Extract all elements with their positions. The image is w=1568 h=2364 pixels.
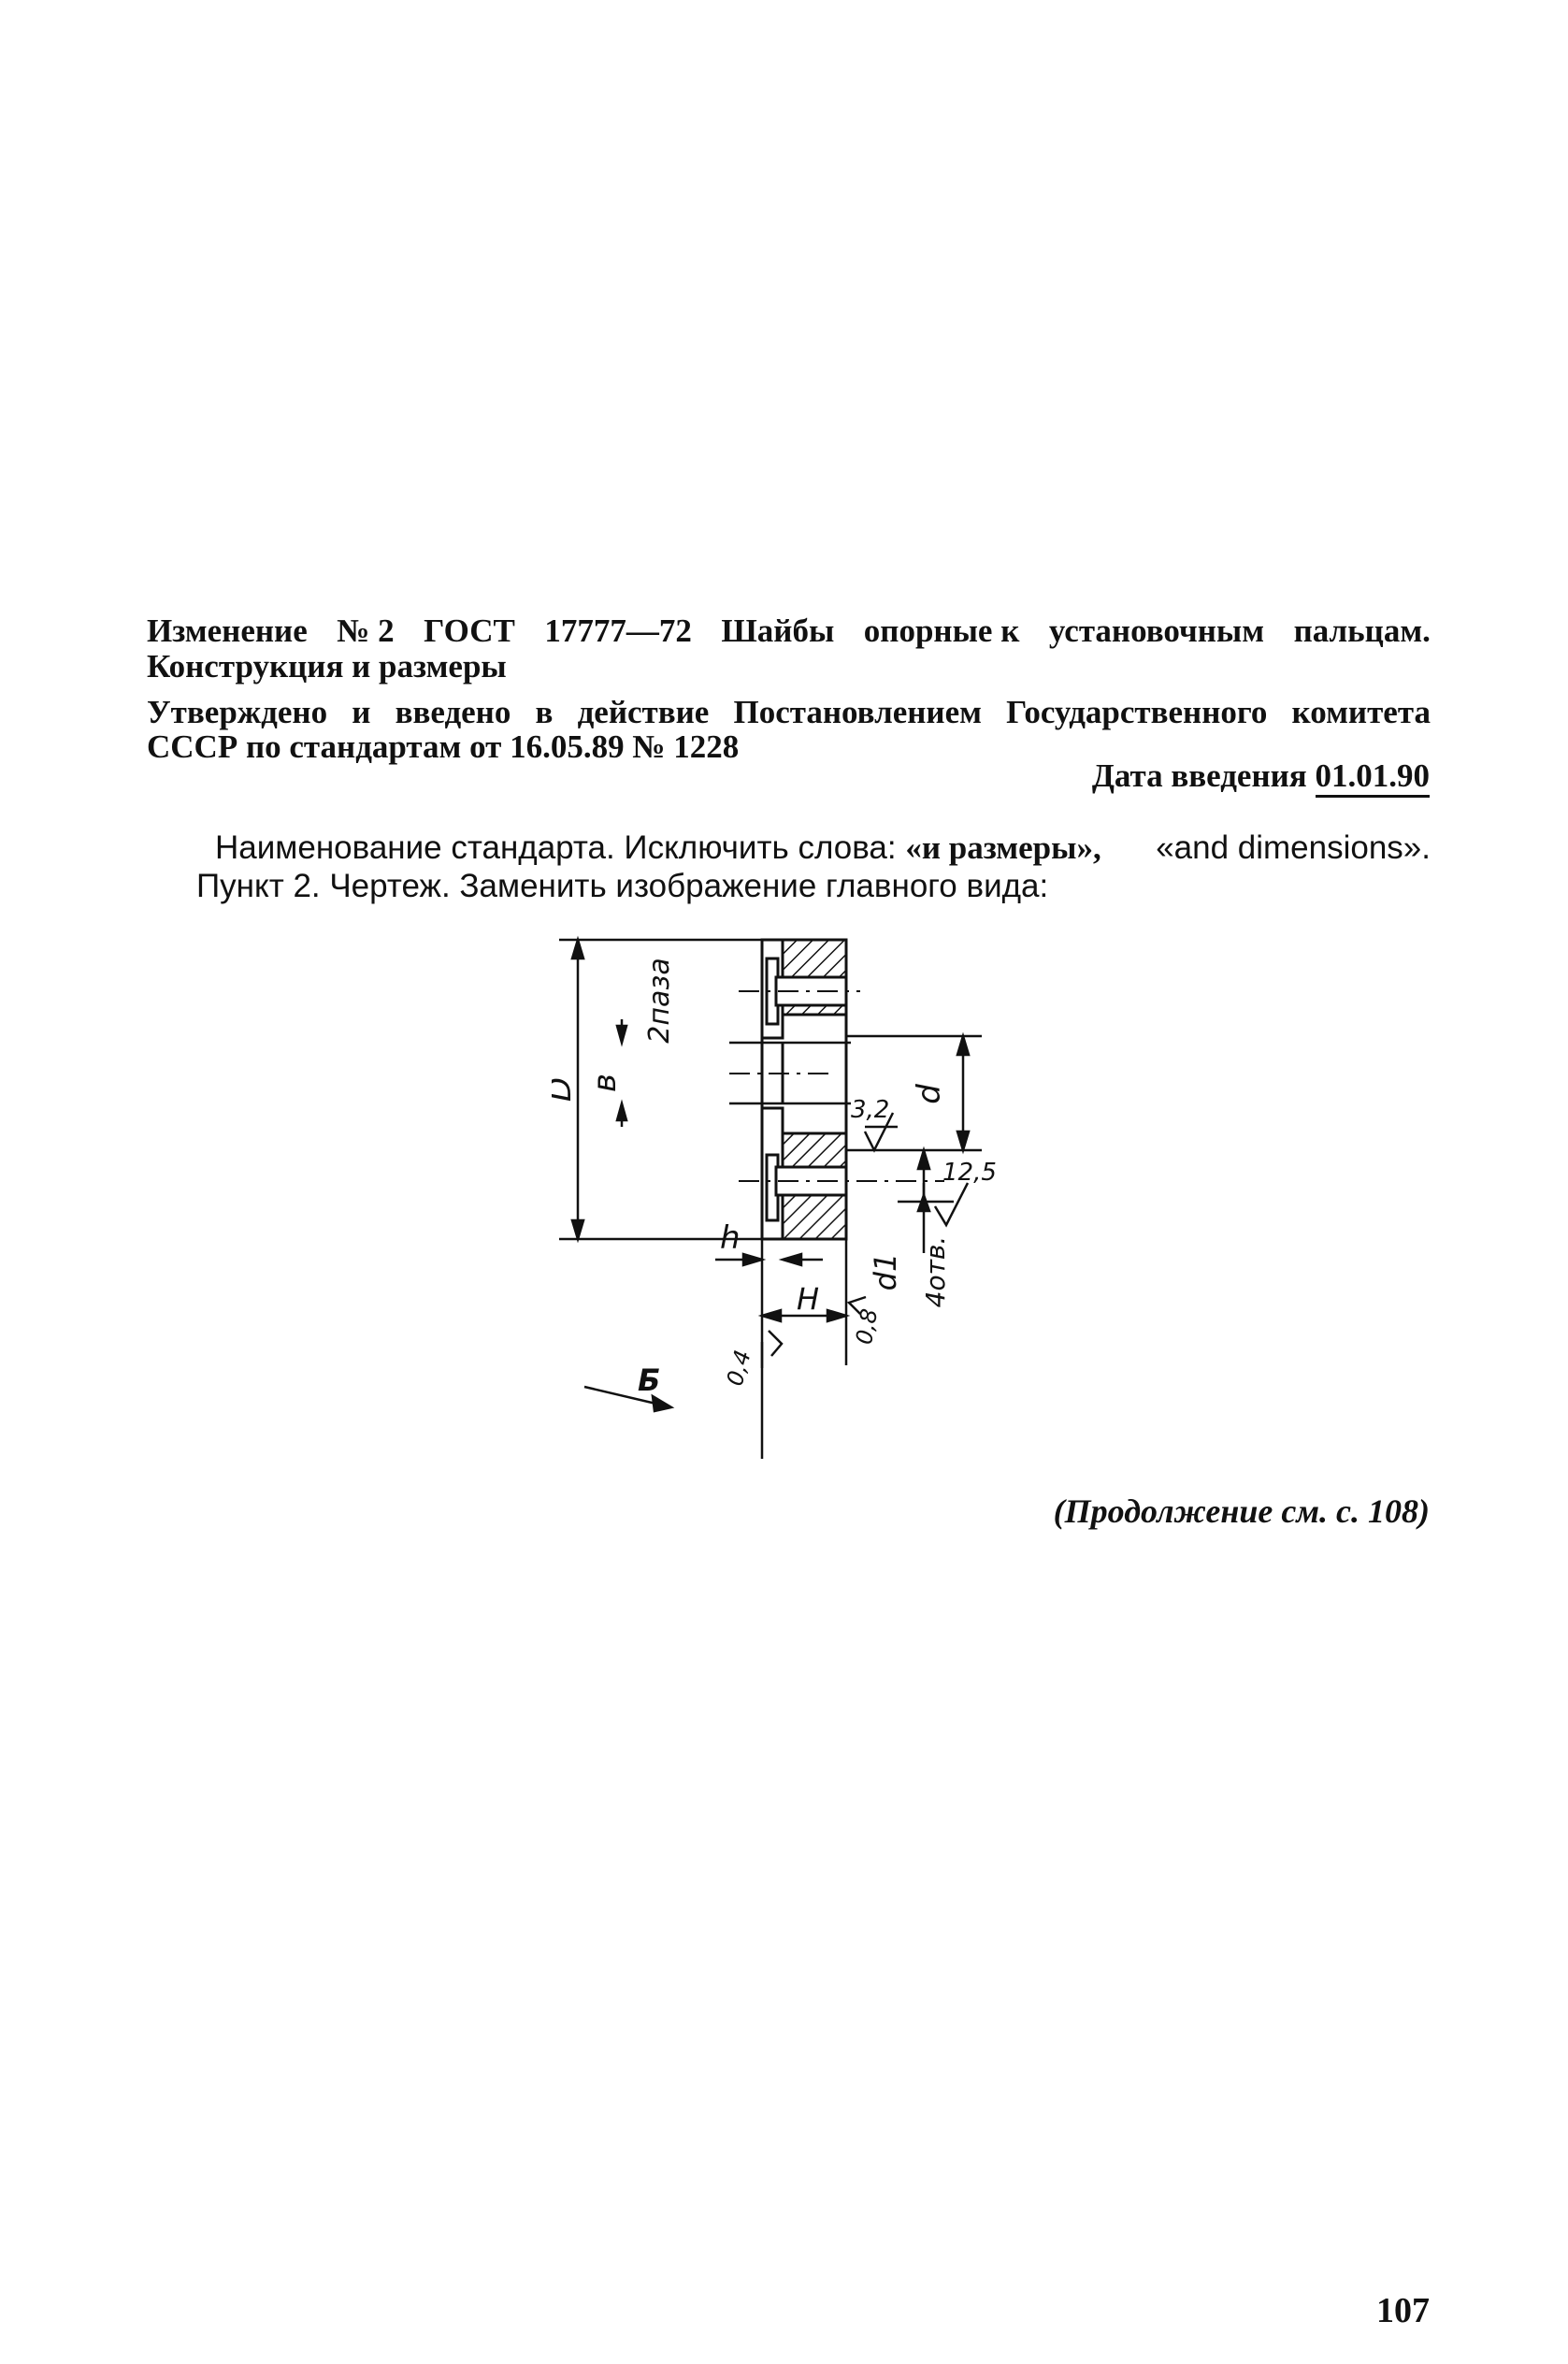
- approval-word: Постановлением: [733, 694, 982, 730]
- header-word: опорные к: [863, 613, 1020, 649]
- dim-label-h: h: [720, 1219, 741, 1257]
- header-line-1: Изменение № 2 ГОСТ 17777—72 Шайбы опорны…: [147, 613, 1431, 650]
- dim-label-holes: 4отв.: [920, 1236, 951, 1308]
- header-word: ГОСТ: [424, 613, 515, 649]
- continued-note: (Продолжение см. с. 108): [1053, 1492, 1430, 1530]
- approval-word: в: [535, 694, 554, 730]
- washer-body: [729, 938, 944, 1241]
- intro-date: Дата введения 01.01.90: [1091, 757, 1430, 798]
- approval-word: Утверждено: [147, 694, 328, 730]
- approval-word: введено: [395, 694, 511, 730]
- dim-label-d-outer: D: [552, 1077, 579, 1102]
- header-word: Шайбы: [721, 613, 835, 649]
- dim-label-d1: d1: [868, 1253, 903, 1291]
- approval-word: комитета: [1291, 694, 1431, 730]
- body-line-1-suffix: «and dimensions».: [1156, 829, 1431, 866]
- header-word: № 2: [337, 613, 395, 649]
- body-line-2: Пункт 2. Чертеж. Заменить изображение гл…: [196, 868, 1049, 904]
- roughness-marks: [768, 1112, 970, 1357]
- intro-date-label: Дата введения: [1091, 757, 1307, 794]
- washer-drawing: D 2паза в d 3,2 12,5 h H d1 4отв. 0,8 0,…: [552, 935, 997, 1459]
- intro-date-value: 01.01.90: [1315, 757, 1430, 798]
- page-number: 107: [1376, 2291, 1430, 2330]
- approval-line-2: СССР по стандартам от 16.05.89 № 1228: [147, 728, 740, 765]
- approval-word: Государственного: [1006, 694, 1268, 730]
- body-line-1: Наименование стандарта. Исключить слова:…: [215, 829, 1431, 867]
- dim-label-d: d: [911, 1084, 948, 1104]
- body-line-1-prefix: Наименование стандарта. Исключить слова:: [215, 829, 906, 866]
- approval-line-1: Утверждено и введено в действие Постанов…: [147, 694, 1431, 731]
- approval-word: и: [352, 694, 371, 730]
- approval-word: действие: [577, 694, 710, 730]
- body-line-1-bold: «и размеры»,: [905, 829, 1101, 866]
- dim-label-h-upper: H: [797, 1281, 819, 1317]
- roughness-label-0-8: 0,8: [851, 1306, 883, 1346]
- dim-label-slots: 2паза: [643, 958, 676, 1043]
- dim-label-b: в: [586, 1074, 624, 1092]
- view-label-b: Б: [638, 1362, 660, 1398]
- drawing-labels: D 2паза в d 3,2 12,5 h H d1 4отв. 0,8 0,…: [552, 958, 997, 1398]
- roughness-label-3-2: 3,2: [851, 1096, 889, 1124]
- body-line-1-main: Наименование стандарта. Исключить слова:…: [215, 829, 1101, 867]
- header-word: установочным: [1048, 613, 1265, 649]
- header-word: 17777—72: [544, 613, 692, 649]
- roughness-label-12-5: 12,5: [942, 1159, 997, 1187]
- header-word: Изменение: [147, 613, 308, 649]
- roughness-label-0-4: 0,4: [722, 1348, 756, 1389]
- header-word: пальцам.: [1293, 613, 1431, 649]
- header-line-2: Конструкция и размеры: [147, 648, 507, 685]
- dimension-lines: [570, 935, 971, 1413]
